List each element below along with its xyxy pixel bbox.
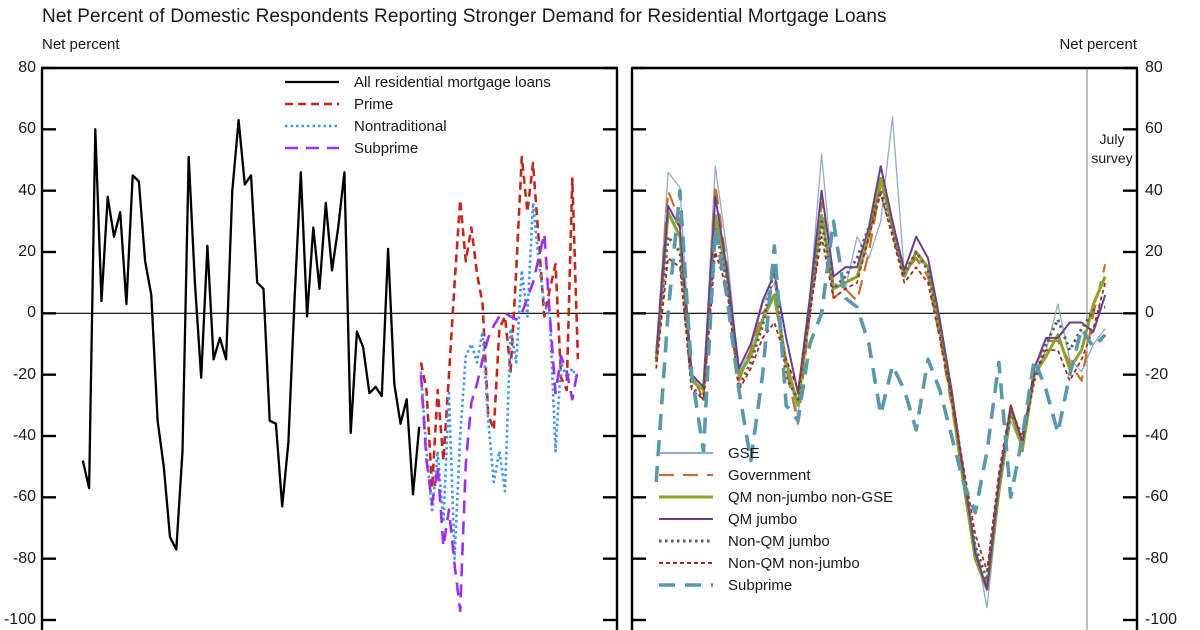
y-tick-label: 60 bbox=[1145, 120, 1163, 138]
legend-key-line bbox=[285, 80, 339, 84]
legend-key-line bbox=[659, 539, 713, 543]
july-survey-annotation: July survey bbox=[1089, 130, 1135, 168]
legend-item: Nontraditional bbox=[284, 115, 551, 137]
legend-label: QM jumbo bbox=[728, 510, 798, 528]
y-tick-label: 40 bbox=[18, 181, 36, 199]
legend-item: GSE bbox=[658, 442, 893, 464]
y-tick-label: 80 bbox=[18, 59, 36, 76]
legend-right-panel: GSE Government QM non-jumbo non-GSE QM j… bbox=[658, 442, 893, 596]
legend-key-line bbox=[659, 518, 713, 520]
y-tick-label: -100 bbox=[3, 611, 36, 628]
legend-label: Nontraditional bbox=[354, 117, 447, 135]
y-tick-label: -20 bbox=[12, 365, 36, 383]
legend-label: Prime bbox=[354, 95, 394, 113]
y-tick-label: -40 bbox=[1145, 427, 1169, 444]
legend-label: Subprime bbox=[728, 576, 793, 594]
legend-item: QM jumbo bbox=[658, 508, 893, 530]
y-axis-unit-right: Net percent bbox=[1059, 36, 1137, 53]
legend-item: QM non-jumbo non-GSE bbox=[658, 486, 893, 508]
y-tick-label: 20 bbox=[1145, 243, 1163, 260]
y-tick-label: -40 bbox=[12, 427, 36, 444]
legend-label: Subprime bbox=[354, 139, 419, 157]
legend-key-line bbox=[659, 562, 713, 564]
legend-key-line bbox=[285, 102, 339, 106]
legend-item: All residential mortgage loans bbox=[284, 71, 551, 93]
chart-title: Net Percent of Domestic Respondents Repo… bbox=[42, 6, 887, 27]
legend-label: GSE bbox=[728, 444, 760, 462]
legend-key-line bbox=[659, 583, 713, 587]
legend-item: Non-QM non-jumbo bbox=[658, 552, 893, 574]
legend-key-line bbox=[659, 473, 713, 477]
y-tick-label: -60 bbox=[1145, 488, 1169, 506]
legend-item: Subprime bbox=[284, 137, 551, 159]
legend-item: Subprime bbox=[658, 574, 893, 596]
y-tick-label: -100 bbox=[1145, 611, 1178, 628]
legend-left-panel: All residential mortgage loans Prime Non… bbox=[284, 71, 551, 159]
legend-key-line bbox=[285, 146, 339, 150]
y-tick-label: 0 bbox=[1145, 304, 1154, 322]
y-tick-label: -80 bbox=[1145, 549, 1169, 567]
y-axis-unit-left: Net percent bbox=[42, 36, 120, 53]
legend-item: Non-QM jumbo bbox=[658, 530, 893, 552]
legend-key-line bbox=[659, 495, 713, 499]
y-tick-label: 0 bbox=[27, 304, 36, 322]
legend-label: Non-QM jumbo bbox=[728, 532, 830, 550]
y-tick-label: 40 bbox=[1145, 181, 1163, 199]
y-tick-label: 80 bbox=[1145, 59, 1163, 76]
legend-label: All residential mortgage loans bbox=[354, 73, 551, 91]
legend-item: Prime bbox=[284, 93, 551, 115]
july-survey-line1: July bbox=[1099, 131, 1125, 147]
y-tick-label: -60 bbox=[12, 488, 36, 506]
y-tick-label: 20 bbox=[18, 243, 36, 260]
legend-label: Government bbox=[728, 466, 811, 484]
legend-label: Non-QM non-jumbo bbox=[728, 554, 860, 572]
legend-key-line bbox=[285, 124, 339, 128]
y-tick-label: -80 bbox=[12, 549, 36, 567]
legend-item: Government bbox=[658, 464, 893, 486]
july-survey-line2: survey bbox=[1091, 150, 1133, 166]
y-tick-label: -20 bbox=[1145, 365, 1169, 383]
legend-label: QM non-jumbo non-GSE bbox=[728, 488, 894, 506]
y-tick-label: 60 bbox=[18, 120, 36, 138]
legend-key-line bbox=[659, 452, 713, 454]
